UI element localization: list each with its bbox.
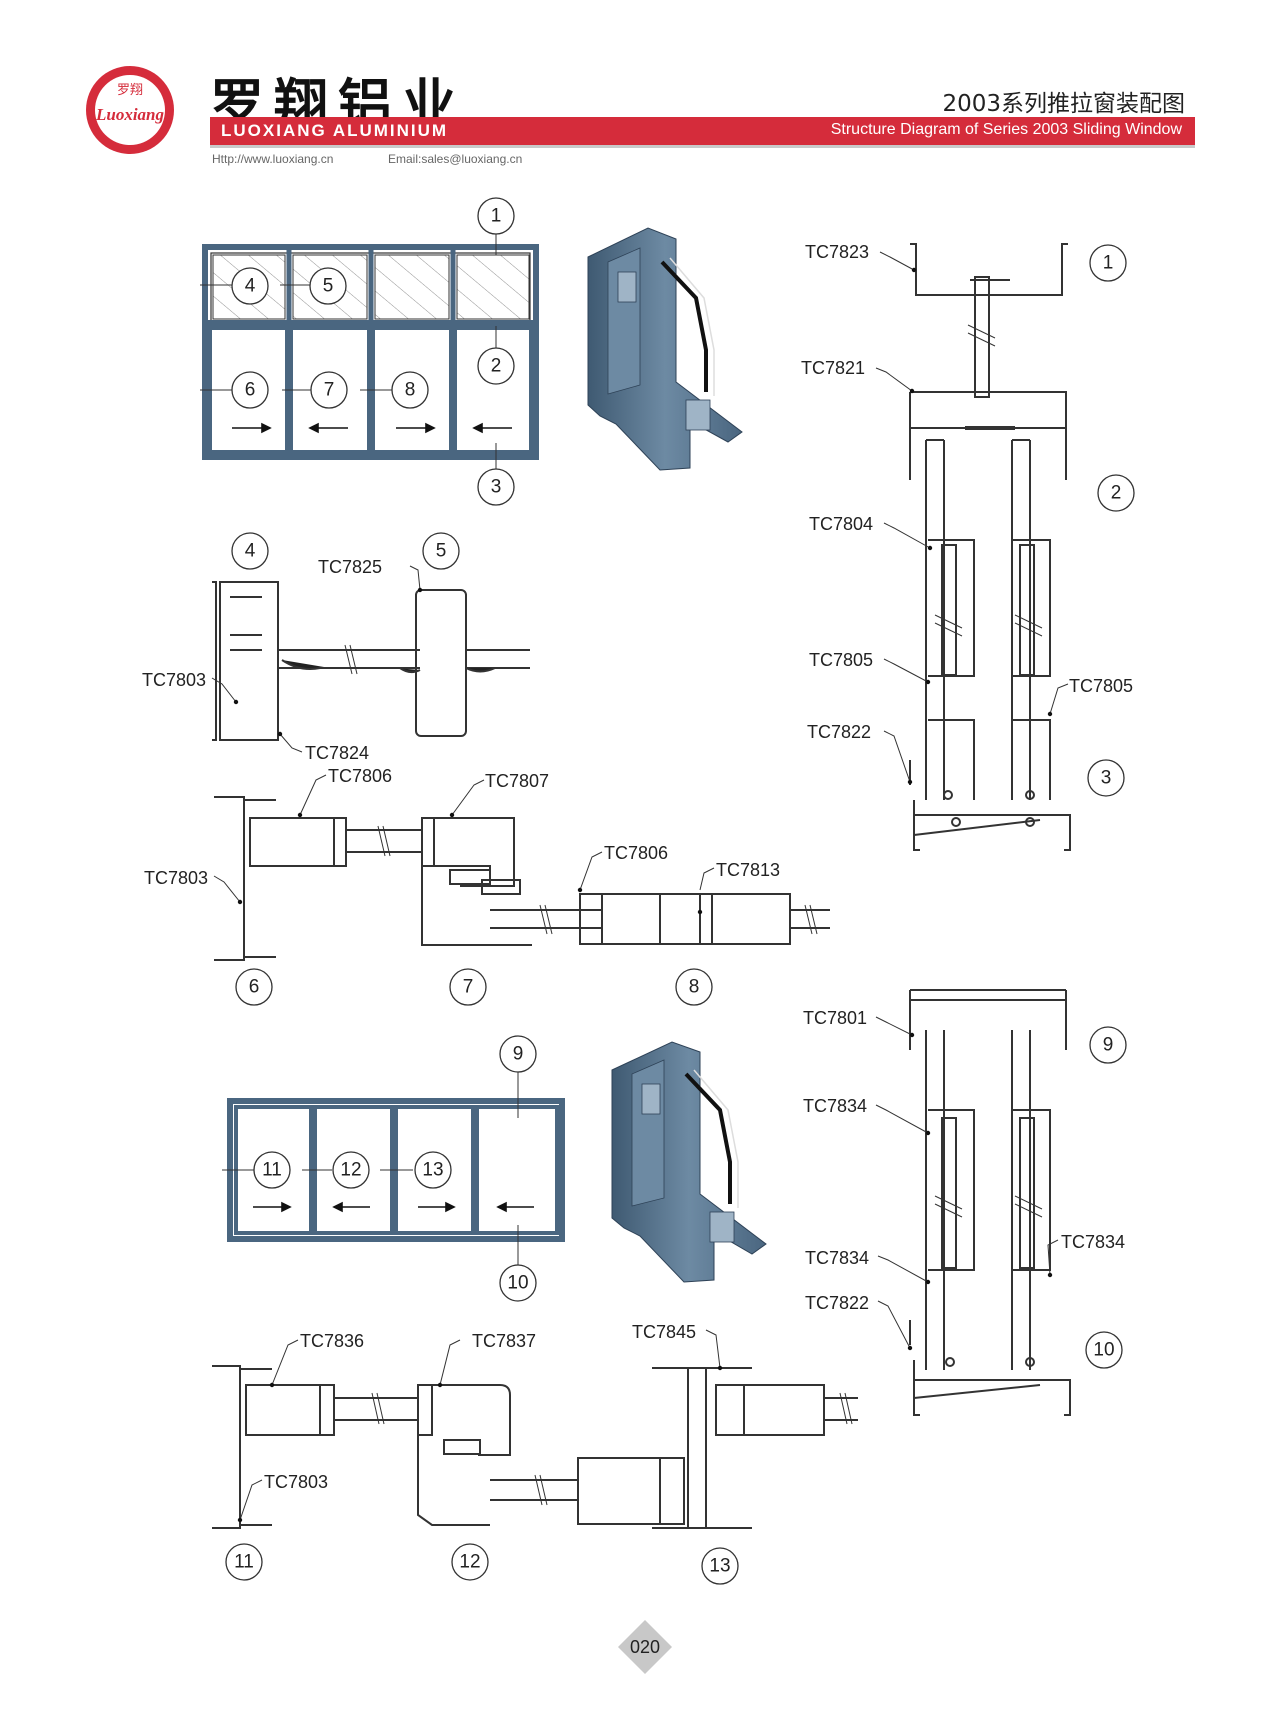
logo-text-cn: 罗翔	[117, 83, 143, 98]
callout-5-detail: 5	[436, 541, 447, 562]
callout-8-elev: 8	[405, 380, 416, 401]
header-divider	[210, 145, 1195, 148]
label-tc7837: TC7837	[472, 1331, 536, 1351]
label-tc7803-b: TC7803	[144, 868, 208, 888]
callout-11-elev: 11	[262, 1160, 282, 1181]
section-detail-11-12-13	[212, 1365, 858, 1529]
callout-2-section: 2	[1111, 483, 1122, 504]
callout-1-elev: 1	[491, 206, 502, 227]
label-tc7834-a: TC7834	[803, 1096, 867, 1116]
luoxiang-logo: 罗翔 Luoxiang	[86, 66, 174, 154]
slide-arrows-2	[253, 1201, 534, 1213]
label-tc7803-c: TC7803	[264, 1472, 328, 1492]
callout-3-elev: 3	[491, 477, 502, 498]
label-tc7825: TC7825	[318, 557, 382, 577]
label-tc7845: TC7845	[632, 1322, 696, 1342]
callout-3-section: 3	[1101, 768, 1112, 789]
label-tc7824: TC7824	[305, 743, 369, 763]
logo-text-en: Luoxiang	[95, 105, 165, 124]
callout-13-elev: 13	[422, 1160, 443, 1181]
label-tc7806-b: TC7806	[604, 843, 668, 863]
callout-4-detail: 4	[245, 541, 256, 562]
label-tc7821: TC7821	[801, 358, 865, 378]
callout-6-detail: 6	[249, 977, 260, 998]
header-red-bar	[210, 117, 1195, 145]
callout-2-elev: 2	[491, 356, 502, 377]
label-tc7803-a: TC7803	[142, 670, 206, 690]
callout-1-section: 1	[1103, 253, 1114, 274]
label-leaders	[211, 251, 1069, 1521]
label-tc7805-right: TC7805	[1069, 676, 1133, 696]
vertical-section-1	[909, 243, 1071, 851]
brand-name-en: LUOXIANG ALUMINIUM	[221, 121, 449, 140]
callout-12-elev: 12	[340, 1160, 361, 1181]
label-tc7806-a: TC7806	[328, 766, 392, 786]
page-number: 020	[630, 1637, 660, 1657]
callout-5-elev: 5	[323, 276, 334, 297]
vertical-section-2	[909, 989, 1071, 1416]
label-tc7822-top: TC7822	[807, 722, 871, 742]
callout-7-elev: 7	[324, 380, 335, 401]
leader-lines-2	[222, 1070, 519, 1265]
section-detail-6-7-8	[214, 796, 830, 961]
profile-corner-3d-1	[587, 227, 743, 471]
callout-circles	[225, 197, 1135, 1585]
callout-11-detail: 11	[234, 1552, 254, 1573]
leader-lines-1	[200, 232, 497, 470]
callout-9-elev: 9	[513, 1044, 524, 1065]
callout-7-detail: 7	[463, 977, 474, 998]
profile-corner-3d-2	[611, 1041, 767, 1283]
part-labels: TC7823 TC7821 TC7804 TC7805 TC7805 TC782…	[142, 242, 1133, 1492]
leader-dots	[233, 267, 1053, 1523]
page-number-badge: 020	[618, 1620, 672, 1674]
email-link[interactable]: Email:sales@luoxiang.cn	[388, 152, 523, 166]
callout-10-section: 10	[1093, 1340, 1114, 1361]
label-tc7823: TC7823	[805, 242, 869, 262]
slide-arrows-1	[232, 422, 512, 434]
callout-10-elev: 10	[507, 1273, 528, 1294]
label-tc7822-bottom: TC7822	[805, 1293, 869, 1313]
callout-8-detail: 8	[689, 977, 700, 998]
label-tc7836: TC7836	[300, 1331, 364, 1351]
section-detail-4-5	[212, 581, 530, 741]
callout-4-elev: 4	[245, 276, 256, 297]
document-title-en: Structure Diagram of Series 2003 Sliding…	[830, 121, 1182, 138]
label-tc7804: TC7804	[809, 514, 873, 534]
document-title-cn: 2003系列推拉窗装配图	[942, 91, 1185, 117]
callout-12-detail: 12	[459, 1552, 480, 1573]
label-tc7813: TC7813	[716, 860, 780, 880]
callout-9-section: 9	[1103, 1035, 1114, 1056]
label-tc7801: TC7801	[803, 1008, 867, 1028]
callout-6-elev: 6	[245, 380, 256, 401]
label-tc7805-left: TC7805	[809, 650, 873, 670]
callout-13-detail: 13	[709, 1556, 730, 1577]
label-tc7834-c: TC7834	[805, 1248, 869, 1268]
callout-numbers: 1 2 3 4 5 6 7 8 1 2 3 4 5 6 7 8 9 10 11 …	[234, 206, 1121, 1577]
website-link[interactable]: Http://www.luoxiang.cn	[212, 152, 334, 166]
label-tc7834-b: TC7834	[1061, 1232, 1125, 1252]
label-tc7807: TC7807	[485, 771, 549, 791]
